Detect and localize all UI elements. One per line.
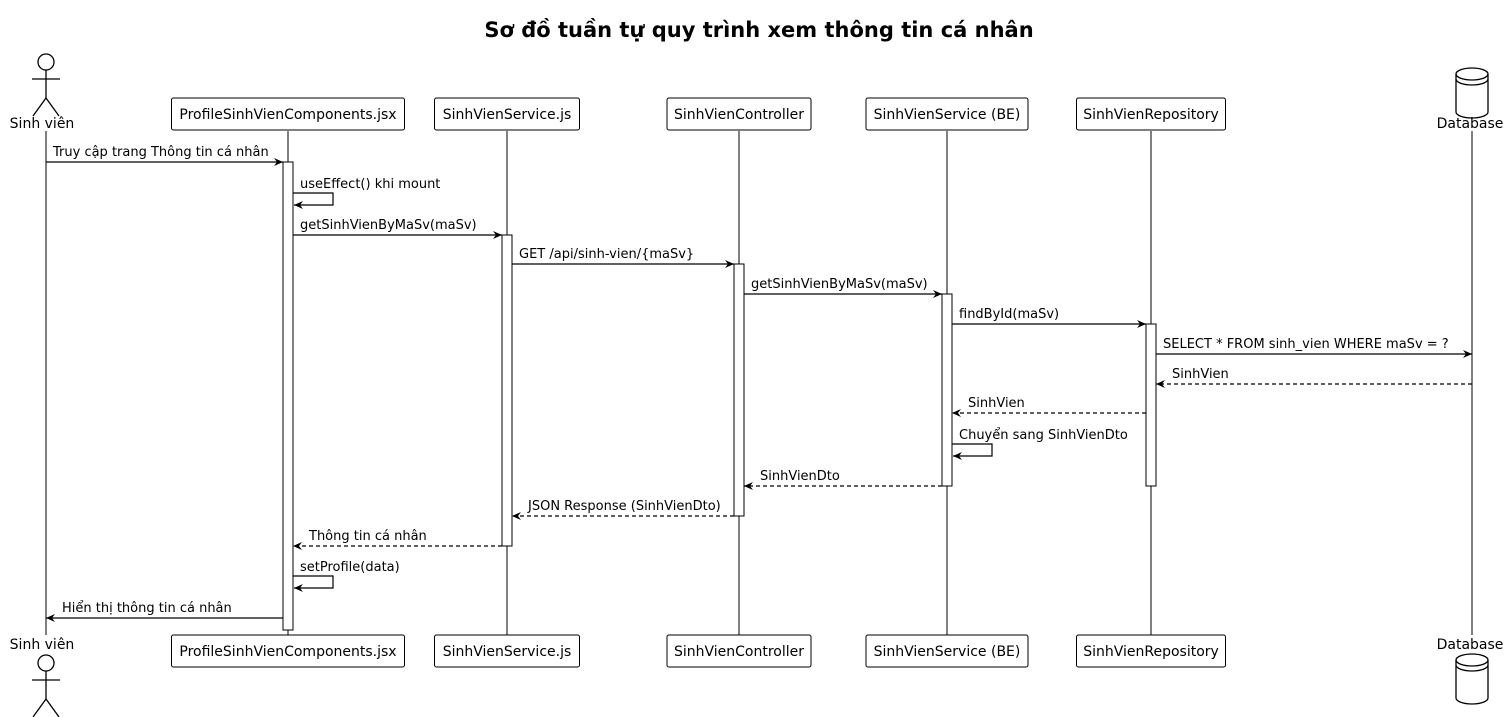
lifelines <box>45 131 1473 635</box>
message-label: SinhVien <box>1172 367 1229 382</box>
message-6: findById(maSv) <box>952 307 1146 328</box>
stick-figure-icon <box>32 654 60 717</box>
message-label: getSinhVienByMaSv(maSv) <box>300 218 477 233</box>
message-10: Chuyển sang SinhVienDto <box>952 428 1128 460</box>
message-label: Thông tin cá nhân <box>308 529 427 544</box>
self-message-arrow <box>293 575 334 592</box>
participant-box-svc_js-bottom: SinhVienService.js <box>434 634 580 668</box>
message-label: GET /api/sinh-vien/{maSv} <box>519 247 694 262</box>
participant-box-profile-bottom: ProfileSinhVienComponents.jsx <box>171 634 405 668</box>
actor-bottom: Sinh viên <box>10 637 75 717</box>
activation-bar-profile <box>282 161 294 631</box>
self-message-arrow <box>293 192 334 209</box>
diagram-title: Sơ đồ tuần tự quy trình xem thông tin cá… <box>484 18 1033 42</box>
message-1: Truy cập trang Thông tin cá nhân <box>46 145 283 166</box>
participant-label: ProfileSinhVienComponents.jsx <box>179 644 396 660</box>
message-3: getSinhVienByMaSv(maSv) <box>293 218 502 239</box>
participant-label: SinhVienRepository <box>1083 644 1219 660</box>
database-bottom: Database <box>1437 637 1504 705</box>
participant-label: SinhVienController <box>674 644 804 660</box>
message-label: findById(maSv) <box>959 307 1059 322</box>
messages: Truy cập trang Thông tin cá nhân useEffec… <box>46 145 1472 622</box>
message-label: SinhVien <box>968 396 1025 411</box>
activation-bar-svc_js <box>501 234 513 547</box>
participant-label: SinhVienRepository <box>1083 107 1219 123</box>
participant-label: Database <box>1437 637 1504 653</box>
database-icon <box>1455 653 1489 705</box>
participant-label: SinhVienService.js <box>443 644 572 660</box>
participant-box-ctrl-top: SinhVienController <box>666 97 812 131</box>
message-12: JSON Response (SinhVienDto) <box>512 499 734 520</box>
message-label: setProfile(data) <box>300 560 400 575</box>
participant-box-svc_be-bottom: SinhVienService (BE) <box>865 634 1029 668</box>
participant-box-ctrl-bottom: SinhVienController <box>666 634 812 668</box>
message-5: getSinhVienByMaSv(maSv) <box>744 277 942 298</box>
participant-box-svc_be-top: SinhVienService (BE) <box>865 97 1029 131</box>
message-label: SELECT * FROM sinh_vien WHERE maSv = ? <box>1163 337 1449 352</box>
participant-label: SinhVienService (BE) <box>874 644 1021 660</box>
message-15: Hiển thị thông tin cá nhân <box>46 601 283 622</box>
participant-box-svc_js-top: SinhVienService.js <box>434 97 580 131</box>
message-4: GET /api/sinh-vien/{maSv} <box>512 247 734 268</box>
participant-box-repo-top: SinhVienRepository <box>1076 97 1226 131</box>
activation-bar-svc_be <box>941 293 953 487</box>
participant-box-repo-bottom: SinhVienRepository <box>1076 634 1226 668</box>
message-label: SinhVienDto <box>760 469 840 484</box>
message-label: Truy cập trang Thông tin cá nhân <box>52 145 269 160</box>
message-11: SinhVienDto <box>744 469 942 490</box>
actor-top: Sinh viên <box>10 53 75 132</box>
message-label: useEffect() khi mount <box>300 177 440 192</box>
message-label: Chuyển sang SinhVienDto <box>959 428 1128 443</box>
message-label: JSON Response (SinhVienDto) <box>527 499 721 514</box>
message-7: SELECT * FROM sinh_vien WHERE maSv = ? <box>1156 337 1472 358</box>
database-icon <box>1455 67 1489 119</box>
stick-figure-icon <box>32 53 60 117</box>
message-label: getSinhVienByMaSv(maSv) <box>751 277 928 292</box>
participant-label: SinhVienService (BE) <box>874 107 1021 123</box>
message-2: useEffect() khi mount <box>293 177 440 209</box>
participant-label: SinhVienService.js <box>443 107 572 123</box>
message-13: Thông tin cá nhân <box>293 529 502 550</box>
participant-label: Database <box>1437 116 1504 132</box>
activation-bar-repo <box>1145 323 1157 487</box>
participant-box-profile-top: ProfileSinhVienComponents.jsx <box>171 97 405 131</box>
message-8: SinhVien <box>1156 367 1472 388</box>
participant-label: Sinh viên <box>10 637 75 653</box>
message-9: SinhVien <box>952 396 1146 417</box>
activation-bar-ctrl <box>733 263 745 517</box>
message-14: setProfile(data) <box>293 560 400 592</box>
database-top: Database <box>1437 67 1504 132</box>
participant-label: ProfileSinhVienComponents.jsx <box>179 107 396 123</box>
activation-bars <box>282 161 1157 631</box>
participant-label: SinhVienController <box>674 107 804 123</box>
message-label: Hiển thị thông tin cá nhân <box>62 601 232 616</box>
self-message-arrow <box>952 443 993 460</box>
participant-label: Sinh viên <box>10 116 75 132</box>
